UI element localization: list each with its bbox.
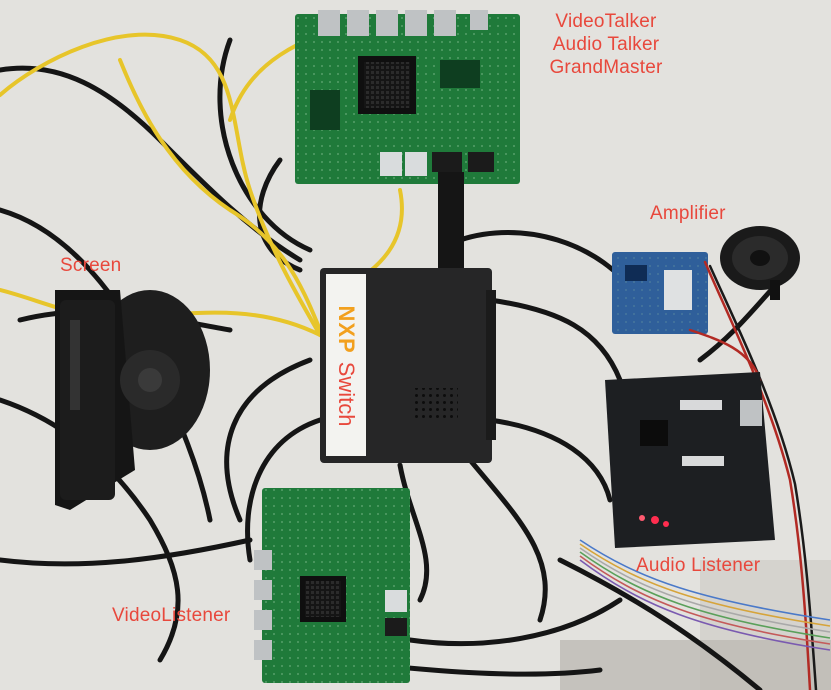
- label-audio-talker: Audio Talker: [552, 34, 660, 55]
- switch-text: Switch: [334, 361, 359, 427]
- speaker-cables: [688, 260, 818, 690]
- label-grandmaster: GrandMaster: [549, 57, 663, 78]
- speaker: [720, 226, 800, 300]
- label-video-talker: VideoTalker: [555, 11, 657, 32]
- label-group-top: VideoTalker Audio Talker GrandMaster: [533, 10, 679, 79]
- label-video-listener: VideoListener: [112, 605, 231, 626]
- video-talker-board: [295, 10, 520, 184]
- nxp-logo: NXP: [334, 305, 359, 354]
- switch-device: [320, 268, 496, 463]
- video-listener-board: [254, 488, 410, 683]
- amplifier-board: [612, 252, 708, 334]
- ribbon-cable: [438, 172, 464, 272]
- audio-listener-board: [605, 372, 775, 548]
- label-amplifier: Amplifier: [650, 203, 726, 224]
- label-audio-listener: Audio Listener: [636, 555, 761, 576]
- screen-device: [55, 290, 210, 510]
- ribbon-wires: [579, 539, 831, 651]
- label-screen: Screen: [60, 255, 122, 276]
- black-cables: [0, 37, 793, 690]
